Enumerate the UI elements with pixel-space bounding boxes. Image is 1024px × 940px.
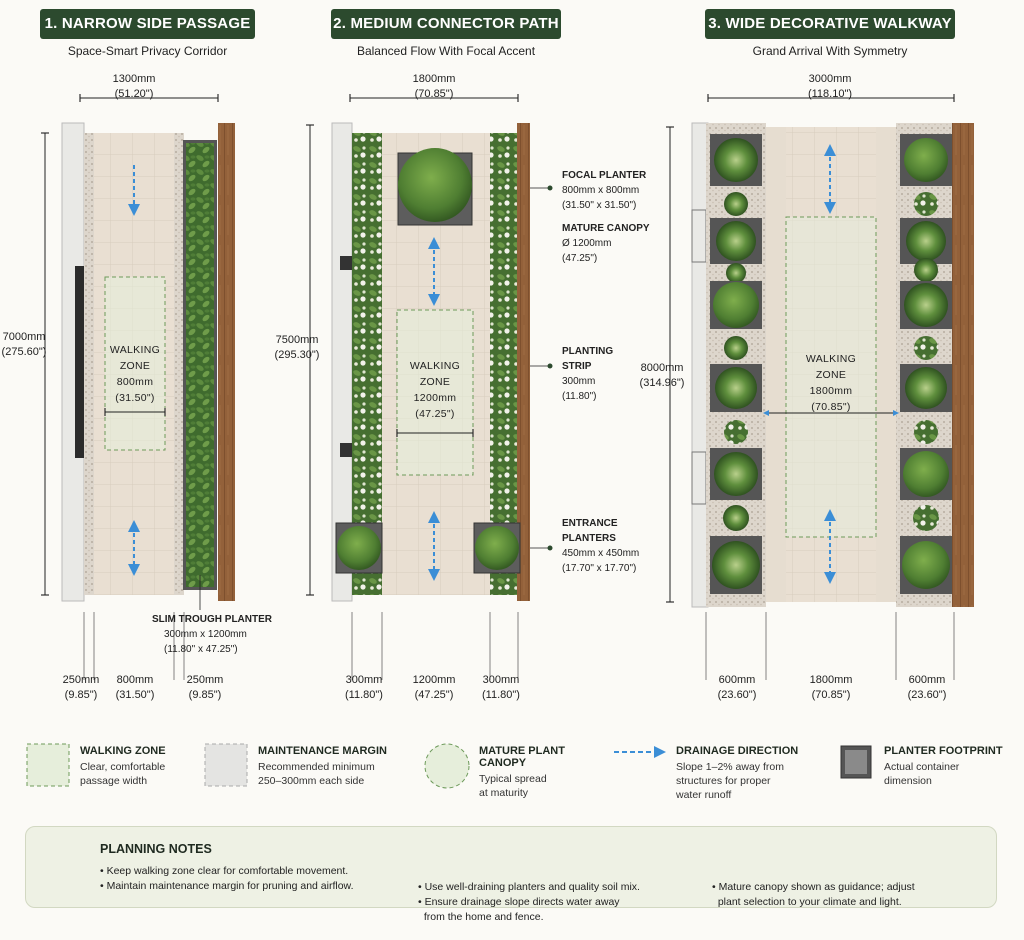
panel-2-bottom-center: 1200mm(47.25") — [412, 674, 456, 701]
planning-notes-title: PLANNING NOTES — [100, 842, 212, 856]
panel-3-title: 3. WIDE DECORATIVE WALKWAY — [705, 9, 955, 39]
plan-drawing — [26, 94, 974, 870]
planting-strip-left — [352, 133, 382, 595]
planning-notes — [25, 826, 997, 908]
panel-1-length: 7000mm(275.60") — [1, 331, 47, 358]
planting-strip-right — [490, 133, 520, 595]
panel-2-width: 1800mm(70.85") — [412, 73, 456, 100]
panel-1-subtitle: Space-Smart Privacy Corridor — [67, 44, 228, 58]
panel-3-length: 8000mm(314.96") — [639, 362, 685, 389]
panel-1-bottom-right: 250mm(9.85") — [186, 674, 224, 701]
panel-1-width: 1300mm(51.20") — [112, 73, 156, 100]
panel-3-width: 3000mm(118.10") — [807, 73, 853, 100]
legend-walking-zone-swatch — [26, 743, 70, 787]
panel-1-title: 1. NARROW SIDE PASSAGE — [40, 9, 255, 39]
legend-canopy-swatch — [424, 743, 470, 789]
panel-1-plan — [41, 94, 235, 680]
notes-column-3: • Mature canopy shown as guidance; adjus… — [712, 881, 915, 908]
panel-1-bottom-left: 250mm(9.85") — [62, 674, 100, 701]
panel-2-plan — [306, 94, 553, 680]
fence — [218, 123, 235, 601]
panel-3-plan — [666, 94, 974, 680]
panel-3-bottom-right: 600mm(23.60") — [907, 674, 947, 701]
panel-3-bottom-left: 600mm(23.60") — [717, 674, 757, 701]
panel-2-title: 2. MEDIUM CONNECTOR PATH — [331, 9, 561, 39]
panel-1-bottom-center: 800mm(31.50") — [115, 674, 155, 701]
callout-mature-canopy: MATURE CANOPY Ø 1200mm(47.25") — [562, 223, 650, 264]
panel-3-bottom-center: 1800mm(70.85") — [809, 674, 853, 701]
panel-2-subtitle: Balanced Flow With Focal Accent — [356, 44, 536, 58]
panel-2-length: 7500mm(295.30") — [274, 334, 320, 361]
notes-column-1: • Keep walking zone clear for comfortabl… — [100, 865, 354, 892]
panel-3-subtitle: Grand Arrival With Symmetry — [752, 44, 908, 58]
callout-slim-trough-planter: SLIM TROUGH PLANTER 300mm x 1200mm (11.8… — [152, 614, 272, 655]
panel-2-bottom-left: 300mm(11.80") — [345, 674, 383, 701]
focal-planter-canopy — [398, 148, 472, 222]
notes-column-2: • Use well-draining planters and quality… — [418, 881, 640, 923]
legend-maintenance-swatch — [204, 743, 248, 787]
callout-focal-planter: FOCAL PLANTER 800mm x 800mm(31.50" x 31.… — [562, 170, 647, 211]
trough-planter — [186, 143, 214, 587]
panel-2-bottom-right: 300mm(11.80") — [482, 674, 520, 701]
